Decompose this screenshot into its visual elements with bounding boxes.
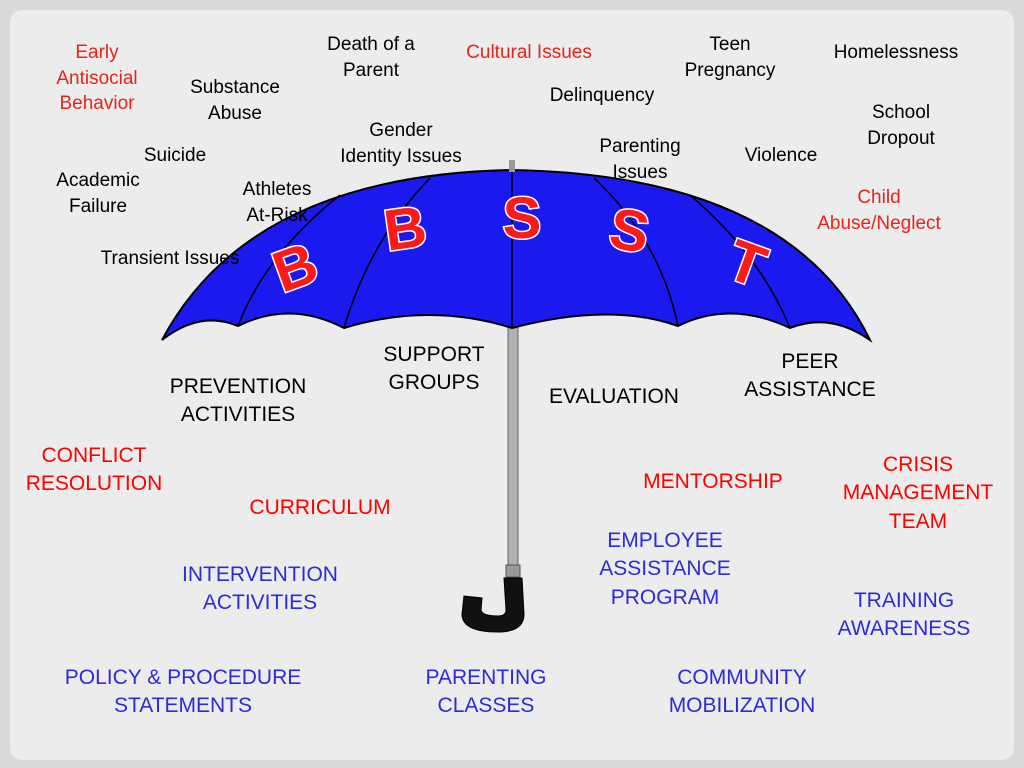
service-prevention-activities: PREVENTION ACTIVITIES — [169, 375, 307, 427]
umbrella-shaft — [507, 304, 519, 581]
issue-death-of-parent: Death of a Parent — [327, 34, 415, 81]
service-curriculum: CURRICULUM — [249, 496, 391, 519]
issue-substance-abuse: Substance Abuse — [190, 77, 280, 124]
issue-teen-pregnancy: Teen Pregnancy — [684, 34, 776, 81]
service-parenting-classes: PARENTING CLASSES — [425, 666, 547, 718]
canopy-rib — [343, 177, 431, 329]
issue-delinquency: Delinquency — [549, 85, 655, 106]
service-peer-assistance: PEER ASSISTANCE — [744, 350, 876, 402]
issue-school-dropout: School Dropout — [867, 102, 935, 149]
issue-academic-failure: Academic Failure — [56, 170, 140, 217]
service-community-mobilization: COMMUNITY MOBILIZATION — [668, 666, 816, 718]
issue-homelessness: Homelessness — [833, 42, 959, 63]
umbrella-ferrule — [505, 564, 521, 578]
letter-b2: B — [380, 194, 431, 264]
umbrella-handle — [461, 577, 525, 633]
canopy-rib — [237, 194, 341, 327]
issue-early-antisocial: Early Antisocial Behavior — [56, 42, 138, 115]
service-mentorship: MENTORSHIP — [643, 470, 783, 493]
letter-s1: S — [503, 186, 542, 251]
issue-cultural-issues: Cultural Issues — [466, 42, 592, 63]
canopy-rib — [593, 177, 679, 327]
service-evaluation: EVALUATION — [549, 385, 679, 408]
issue-parenting-issues: Parenting Issues — [599, 136, 681, 183]
service-crisis-management-team: CRISIS MANAGEMENT TEAM — [842, 453, 994, 533]
slide: B B S S T Early Antisocial Behavior Subs… — [10, 10, 1014, 760]
service-training-awareness: TRAINING AWARENESS — [837, 589, 971, 641]
service-conflict-resolution: CONFLICT RESOLUTION — [25, 444, 163, 496]
service-support-groups: SUPPORT GROUPS — [383, 343, 485, 395]
issue-violence: Violence — [744, 145, 818, 166]
issue-athletes-at-risk: Athletes At-Risk — [242, 179, 312, 226]
service-policy-procedure-statements: POLICY & PROCEDURE STATEMENTS — [64, 666, 302, 718]
umbrella-graphic: B B S S T — [161, 160, 873, 633]
service-intervention-activities: INTERVENTION ACTIVITIES — [182, 563, 338, 615]
letter-s2: S — [605, 195, 654, 266]
canopy-rib — [689, 194, 791, 329]
issue-child-abuse: Child Abuse/Neglect — [817, 187, 941, 234]
umbrella-tip — [509, 160, 515, 172]
issue-suicide: Suicide — [143, 145, 207, 166]
issue-transient-issues: Transient Issues — [100, 248, 240, 269]
umbrella-canopy — [161, 168, 873, 344]
service-employee-assistance-program: EMPLOYEE ASSISTANCE PROGRAM — [599, 529, 731, 609]
issue-gender-identity: Gender Identity Issues — [340, 120, 462, 167]
